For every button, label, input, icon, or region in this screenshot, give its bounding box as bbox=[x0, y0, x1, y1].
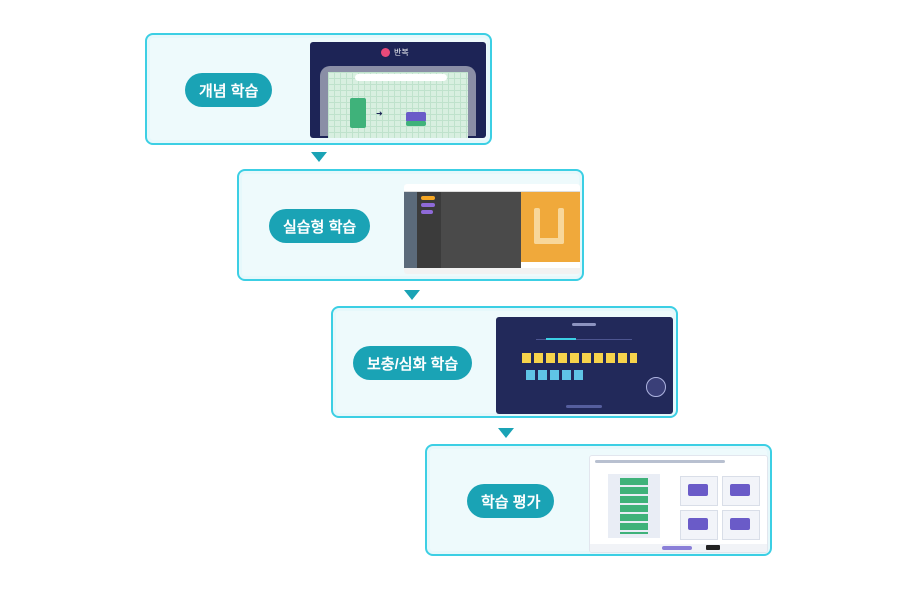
concept-title: 반복 bbox=[394, 48, 409, 57]
practice-screenshot bbox=[404, 184, 580, 274]
step-card-evaluation: 학습 평가 bbox=[425, 444, 772, 556]
evaluation-opt-block-4 bbox=[730, 518, 750, 530]
evaluation-question bbox=[595, 460, 725, 463]
practice-block-1 bbox=[421, 196, 435, 200]
step-label-evaluation: 학습 평가 bbox=[467, 484, 555, 518]
step-label-concept: 개념 학습 bbox=[185, 73, 273, 107]
evaluation-submit bbox=[706, 545, 720, 550]
concept-speech bbox=[355, 74, 447, 81]
evaluation-opt-block-2 bbox=[730, 484, 750, 496]
evaluation-opt-block-1 bbox=[688, 484, 708, 496]
concept-title-icon bbox=[381, 48, 390, 57]
step-label-practice: 실습형 학습 bbox=[269, 209, 371, 243]
supplement-tab-active bbox=[546, 338, 576, 340]
arrow-down-icon bbox=[498, 428, 514, 438]
concept-screenshot: 반복 ➜ bbox=[310, 42, 486, 138]
supplement-screenshot bbox=[496, 317, 673, 414]
arrow-down-icon bbox=[404, 290, 420, 300]
evaluation-pagination bbox=[662, 546, 692, 550]
step-card-concept: 개념 학습 반복 ➜ bbox=[145, 33, 492, 145]
supplement-stars-row-1 bbox=[522, 353, 637, 363]
practice-block-3 bbox=[421, 210, 433, 214]
concept-grid-area bbox=[328, 72, 468, 138]
supplement-character bbox=[646, 377, 666, 397]
practice-path-1 bbox=[534, 208, 540, 244]
practice-stage bbox=[521, 192, 580, 262]
practice-path-2 bbox=[534, 238, 564, 244]
practice-block-2 bbox=[421, 203, 435, 207]
evaluation-screenshot bbox=[589, 455, 768, 553]
supplement-stars-row-2 bbox=[526, 370, 586, 380]
concept-code-block bbox=[350, 98, 366, 128]
practice-path-3 bbox=[558, 208, 564, 244]
supplement-header bbox=[572, 323, 596, 326]
practice-palette bbox=[404, 192, 417, 268]
evaluation-code-blocks bbox=[620, 478, 648, 534]
supplement-tabs bbox=[536, 339, 632, 340]
step-label-supplement: 보충/심화 학습 bbox=[353, 346, 473, 380]
concept-arrow-icon: ➜ bbox=[376, 109, 383, 118]
step-card-practice: 실습형 학습 bbox=[237, 169, 584, 281]
evaluation-opt-block-3 bbox=[688, 518, 708, 530]
practice-workspace bbox=[441, 192, 521, 268]
practice-stage-footer bbox=[521, 262, 580, 268]
concept-result-block bbox=[406, 112, 426, 122]
step-card-supplement: 보충/심화 학습 bbox=[331, 306, 678, 418]
practice-toolbar bbox=[404, 184, 580, 192]
concept-result-block-2 bbox=[406, 121, 426, 126]
supplement-footer bbox=[566, 405, 602, 408]
arrow-down-icon bbox=[311, 152, 327, 162]
